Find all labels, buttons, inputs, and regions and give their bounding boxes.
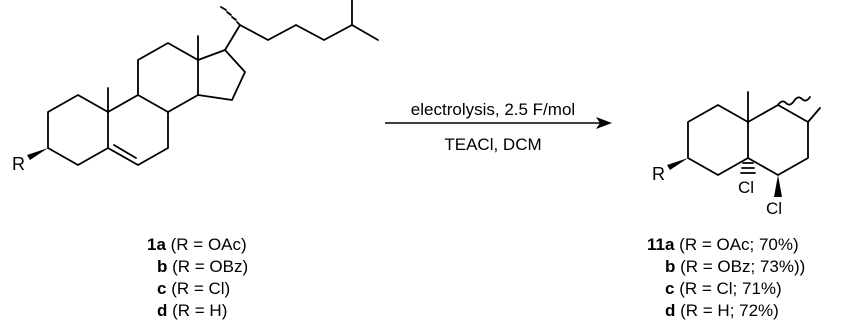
compound-detail: (R = Cl; 71%) xyxy=(674,279,782,298)
product-caption-c: c (R = Cl; 71%) xyxy=(665,279,782,299)
product-r-label: R xyxy=(652,164,665,184)
compound-id: b xyxy=(157,257,168,276)
product-caption-b: b (R = OBz; 73%)) xyxy=(665,257,805,277)
reactant-caption-b: b (R = OBz) xyxy=(157,257,248,277)
reactant-structure: R xyxy=(12,0,379,174)
product-wedge-bond xyxy=(667,158,688,170)
compound-id: b xyxy=(665,257,676,276)
compound-detail: (R = OAc; 70%) xyxy=(674,235,799,254)
compound-id: d xyxy=(665,301,676,320)
side-chain xyxy=(224,0,353,51)
reaction-arrow xyxy=(385,117,612,129)
cl-label-2: Cl xyxy=(766,199,782,218)
product-methyl-2 xyxy=(807,107,821,123)
product-structure: R Cl Cl xyxy=(652,91,821,218)
reactant-caption-1a: 1a (R = OAc) xyxy=(147,235,247,255)
side-chain-branch xyxy=(351,24,379,41)
cl-wedge-bond xyxy=(774,175,782,197)
product-ring-a xyxy=(687,104,749,176)
compound-id: c xyxy=(665,279,675,298)
compound-detail: (R = OBz; 73%)) xyxy=(675,257,806,276)
conditions-above: electrolysis, 2.5 F/mol xyxy=(410,100,576,119)
wedge-bond xyxy=(27,148,48,160)
compound-id: 1a xyxy=(147,235,166,254)
cl-label-1: Cl xyxy=(738,178,754,197)
ring-d xyxy=(197,49,246,101)
product-caption-d: d (R = H; 72%) xyxy=(665,301,779,321)
double-bond xyxy=(113,144,137,159)
hashed-cl-bond xyxy=(740,162,756,174)
reactant-caption-c: c (R = Cl) xyxy=(157,279,230,299)
product-ring-b xyxy=(747,104,809,176)
reactant-r-label: R xyxy=(12,154,25,174)
compound-id: d xyxy=(157,301,168,320)
compound-id: c xyxy=(157,279,167,298)
hashed-methyl xyxy=(220,6,241,26)
wavy-bond xyxy=(777,96,811,106)
ring-b xyxy=(107,94,169,166)
compound-detail: (R = OBz) xyxy=(167,257,249,276)
compound-detail: (R = H; 72%) xyxy=(675,301,779,320)
ring-c xyxy=(137,42,199,113)
compound-detail: (R = Cl) xyxy=(166,279,231,298)
ring-a xyxy=(47,94,109,166)
product-caption-11a: 11a (R = OAc; 70%) xyxy=(647,235,799,255)
compound-detail: (R = H) xyxy=(167,301,228,320)
compound-id: 11a xyxy=(647,235,675,254)
compound-detail: (R = OAc) xyxy=(165,235,247,254)
reactant-caption-d: d (R = H) xyxy=(157,301,227,321)
conditions-below: TEACl, DCM xyxy=(444,135,542,154)
